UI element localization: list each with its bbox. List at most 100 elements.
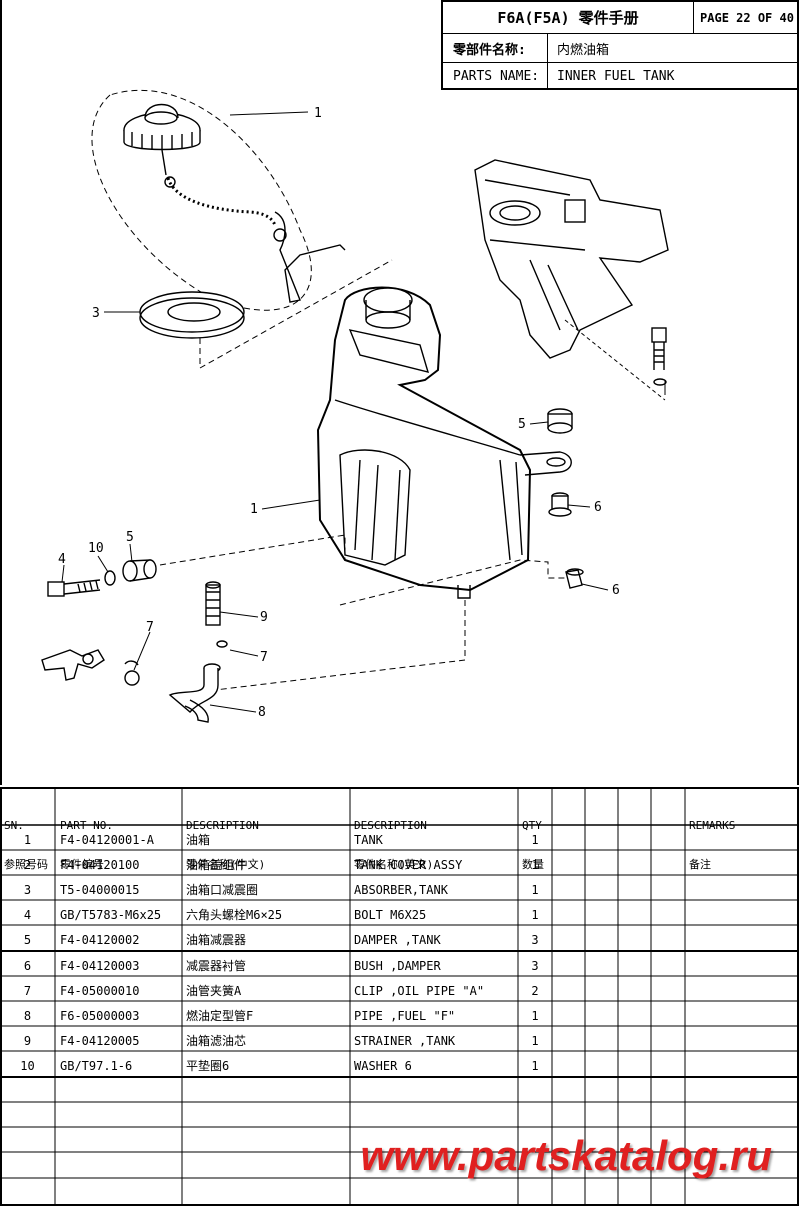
- cell-part-no: GB/T5783-M6x25: [60, 908, 162, 922]
- callout-10: 10: [88, 541, 104, 556]
- clip-lower: [124, 670, 140, 686]
- cell-qty: 1: [531, 833, 539, 847]
- cell-sn: 9: [23, 1034, 32, 1048]
- header-desc-en-cn: 零件名称(英文): [354, 858, 434, 871]
- callout-5-left: 5: [126, 530, 134, 545]
- cell-sn: 1: [23, 833, 32, 847]
- cell-desc-en: CLIP ,OIL PIPE "A": [354, 984, 485, 998]
- callout-3: 3: [92, 306, 100, 321]
- cell-part-no: F4-04120100: [60, 858, 140, 872]
- cell-sn: 2: [23, 858, 32, 872]
- cell-desc-en: STRAINER ,TANK: [354, 1034, 456, 1048]
- cell-part-no: F4-04120005: [60, 1034, 140, 1048]
- header-remarks: REMARKS 备注: [689, 793, 735, 884]
- bolt-top: [651, 327, 667, 386]
- part-name-cn-value: 内燃油箱: [557, 42, 610, 58]
- cell-qty: 3: [531, 959, 539, 973]
- mounting-bracket: [474, 159, 669, 359]
- header-rem-en: REMARKS: [689, 819, 736, 832]
- parts-table-grid: [0, 787, 799, 1206]
- clip-upper: [216, 640, 228, 648]
- cell-qty: 1: [531, 858, 539, 872]
- cell-desc-en: BOLT M6X25: [354, 908, 427, 922]
- cell-sn: 4: [23, 908, 32, 922]
- callout-7-lower: 7: [146, 620, 154, 635]
- callout-6-right: 6: [594, 500, 602, 515]
- cell-qty: 1: [531, 1009, 539, 1023]
- header-title-row: F6A(F5A) 零件手册 PAGE 22 OF 40: [443, 2, 797, 34]
- header-pn-cn: 零件编号: [60, 858, 104, 871]
- cell-desc-cn: 减震器衬管: [186, 959, 247, 973]
- cell-desc-cn: 六角头螺栓M6×25: [186, 908, 283, 922]
- cell-qty: 1: [531, 1059, 539, 1073]
- part-name-cn-label: 零部件名称:: [453, 42, 526, 58]
- header-qty-en: QTY: [522, 819, 542, 832]
- callout-4: 4: [58, 552, 66, 567]
- header-desc-cn-en: DESCRIPTION: [186, 819, 259, 832]
- callout-8: 8: [258, 705, 266, 720]
- absorber-ring: [139, 291, 245, 339]
- washer-left: [104, 570, 116, 586]
- part-name-en-label: PARTS NAME:: [453, 69, 540, 84]
- strainer: [205, 581, 221, 626]
- cell-qty: 2: [531, 984, 539, 998]
- cell-sn: 6: [23, 959, 32, 973]
- fuel-pipe: [168, 663, 221, 723]
- bush-right: [548, 492, 572, 517]
- cell-part-no: T5-04000015: [60, 883, 140, 897]
- page-indicator: PAGE 22 OF 40: [700, 10, 794, 25]
- header-desc-en-en: DESCRIPTION: [354, 819, 427, 832]
- cell-desc-en: TANK: [354, 833, 383, 847]
- cell-desc-en: BUSH ,DAMPER: [354, 959, 441, 973]
- callout-1: 1: [250, 502, 258, 517]
- cell-part-no: GB/T97.1-6: [60, 1059, 133, 1073]
- cell-part-no: F4-04120002: [60, 933, 140, 947]
- header-pn-en: PART NO.: [60, 819, 113, 832]
- fuel-cap: [123, 103, 201, 176]
- cell-desc-en: ABSORBER,TANK: [354, 883, 448, 897]
- cell-desc-cn: 油箱减震器: [186, 933, 247, 947]
- cell-part-no: F4-04120003: [60, 959, 140, 973]
- cell-desc-cn: 油箱: [186, 833, 211, 847]
- header-sn: SN. 参照号码: [4, 793, 48, 884]
- callout-2: 1: [314, 106, 322, 121]
- callout-7-upper: 7: [260, 650, 268, 665]
- header-sn-cn: 参照号码: [4, 858, 48, 871]
- header-rem-cn: 备注: [689, 858, 711, 871]
- cell-desc-cn: 油箱盖组件: [186, 858, 247, 872]
- cell-desc-en: WASHER 6: [354, 1059, 412, 1073]
- header-box: F6A(F5A) 零件手册 PAGE 22 OF 40 零部件名称: 内燃油箱 …: [441, 0, 799, 90]
- bolt-left: [47, 579, 101, 597]
- header-qty: QTY 数量: [522, 793, 544, 884]
- header-desc-cn: DESCRIPTION 零件名称(中文): [186, 793, 265, 884]
- cell-qty: 1: [531, 883, 539, 897]
- cell-desc-cn: 燃油定型管F: [186, 1009, 254, 1023]
- cell-qty: 1: [531, 1034, 539, 1048]
- watermark: www.partskatalog.ru: [360, 1132, 772, 1179]
- header-desc-cn-cn: 零件名称(中文): [186, 858, 266, 871]
- cell-desc-cn: 油箱口减震圈: [186, 883, 259, 897]
- cell-sn: 3: [23, 883, 32, 897]
- cell-desc-cn: 油管夹簧A: [186, 984, 242, 998]
- header-cn-row: 零部件名称: 内燃油箱: [443, 34, 797, 63]
- callout-5-right: 5: [518, 417, 526, 432]
- manual-title: F6A(F5A) 零件手册: [497, 9, 639, 27]
- cell-sn: 7: [23, 984, 32, 998]
- header-desc-en: DESCRIPTION 零件名称(英文): [354, 793, 433, 884]
- header-en-row: PARTS NAME: INNER FUEL TANK: [443, 63, 797, 90]
- damper-left: [122, 559, 157, 582]
- cell-sn: 5: [23, 933, 32, 947]
- cell-desc-en: PIPE ,FUEL "F": [354, 1009, 456, 1023]
- cell-desc-en: TANK COVER ASSY: [354, 858, 463, 872]
- header-part-no: PART NO. 零件编号: [60, 793, 113, 884]
- cell-part-no: F6-05000003: [60, 1009, 140, 1023]
- header-qty-cn: 数量: [522, 858, 544, 871]
- cell-sn: 8: [23, 1009, 32, 1023]
- cell-part-no: F4-05000010: [60, 984, 140, 998]
- fuel-tank: [316, 286, 572, 599]
- fuel-cock: [41, 649, 105, 681]
- damper-right: [547, 408, 573, 434]
- cell-qty: 3: [531, 933, 539, 947]
- part-name-en-value: INNER FUEL TANK: [557, 69, 675, 84]
- cell-desc-cn: 油箱滤油芯: [186, 1034, 247, 1048]
